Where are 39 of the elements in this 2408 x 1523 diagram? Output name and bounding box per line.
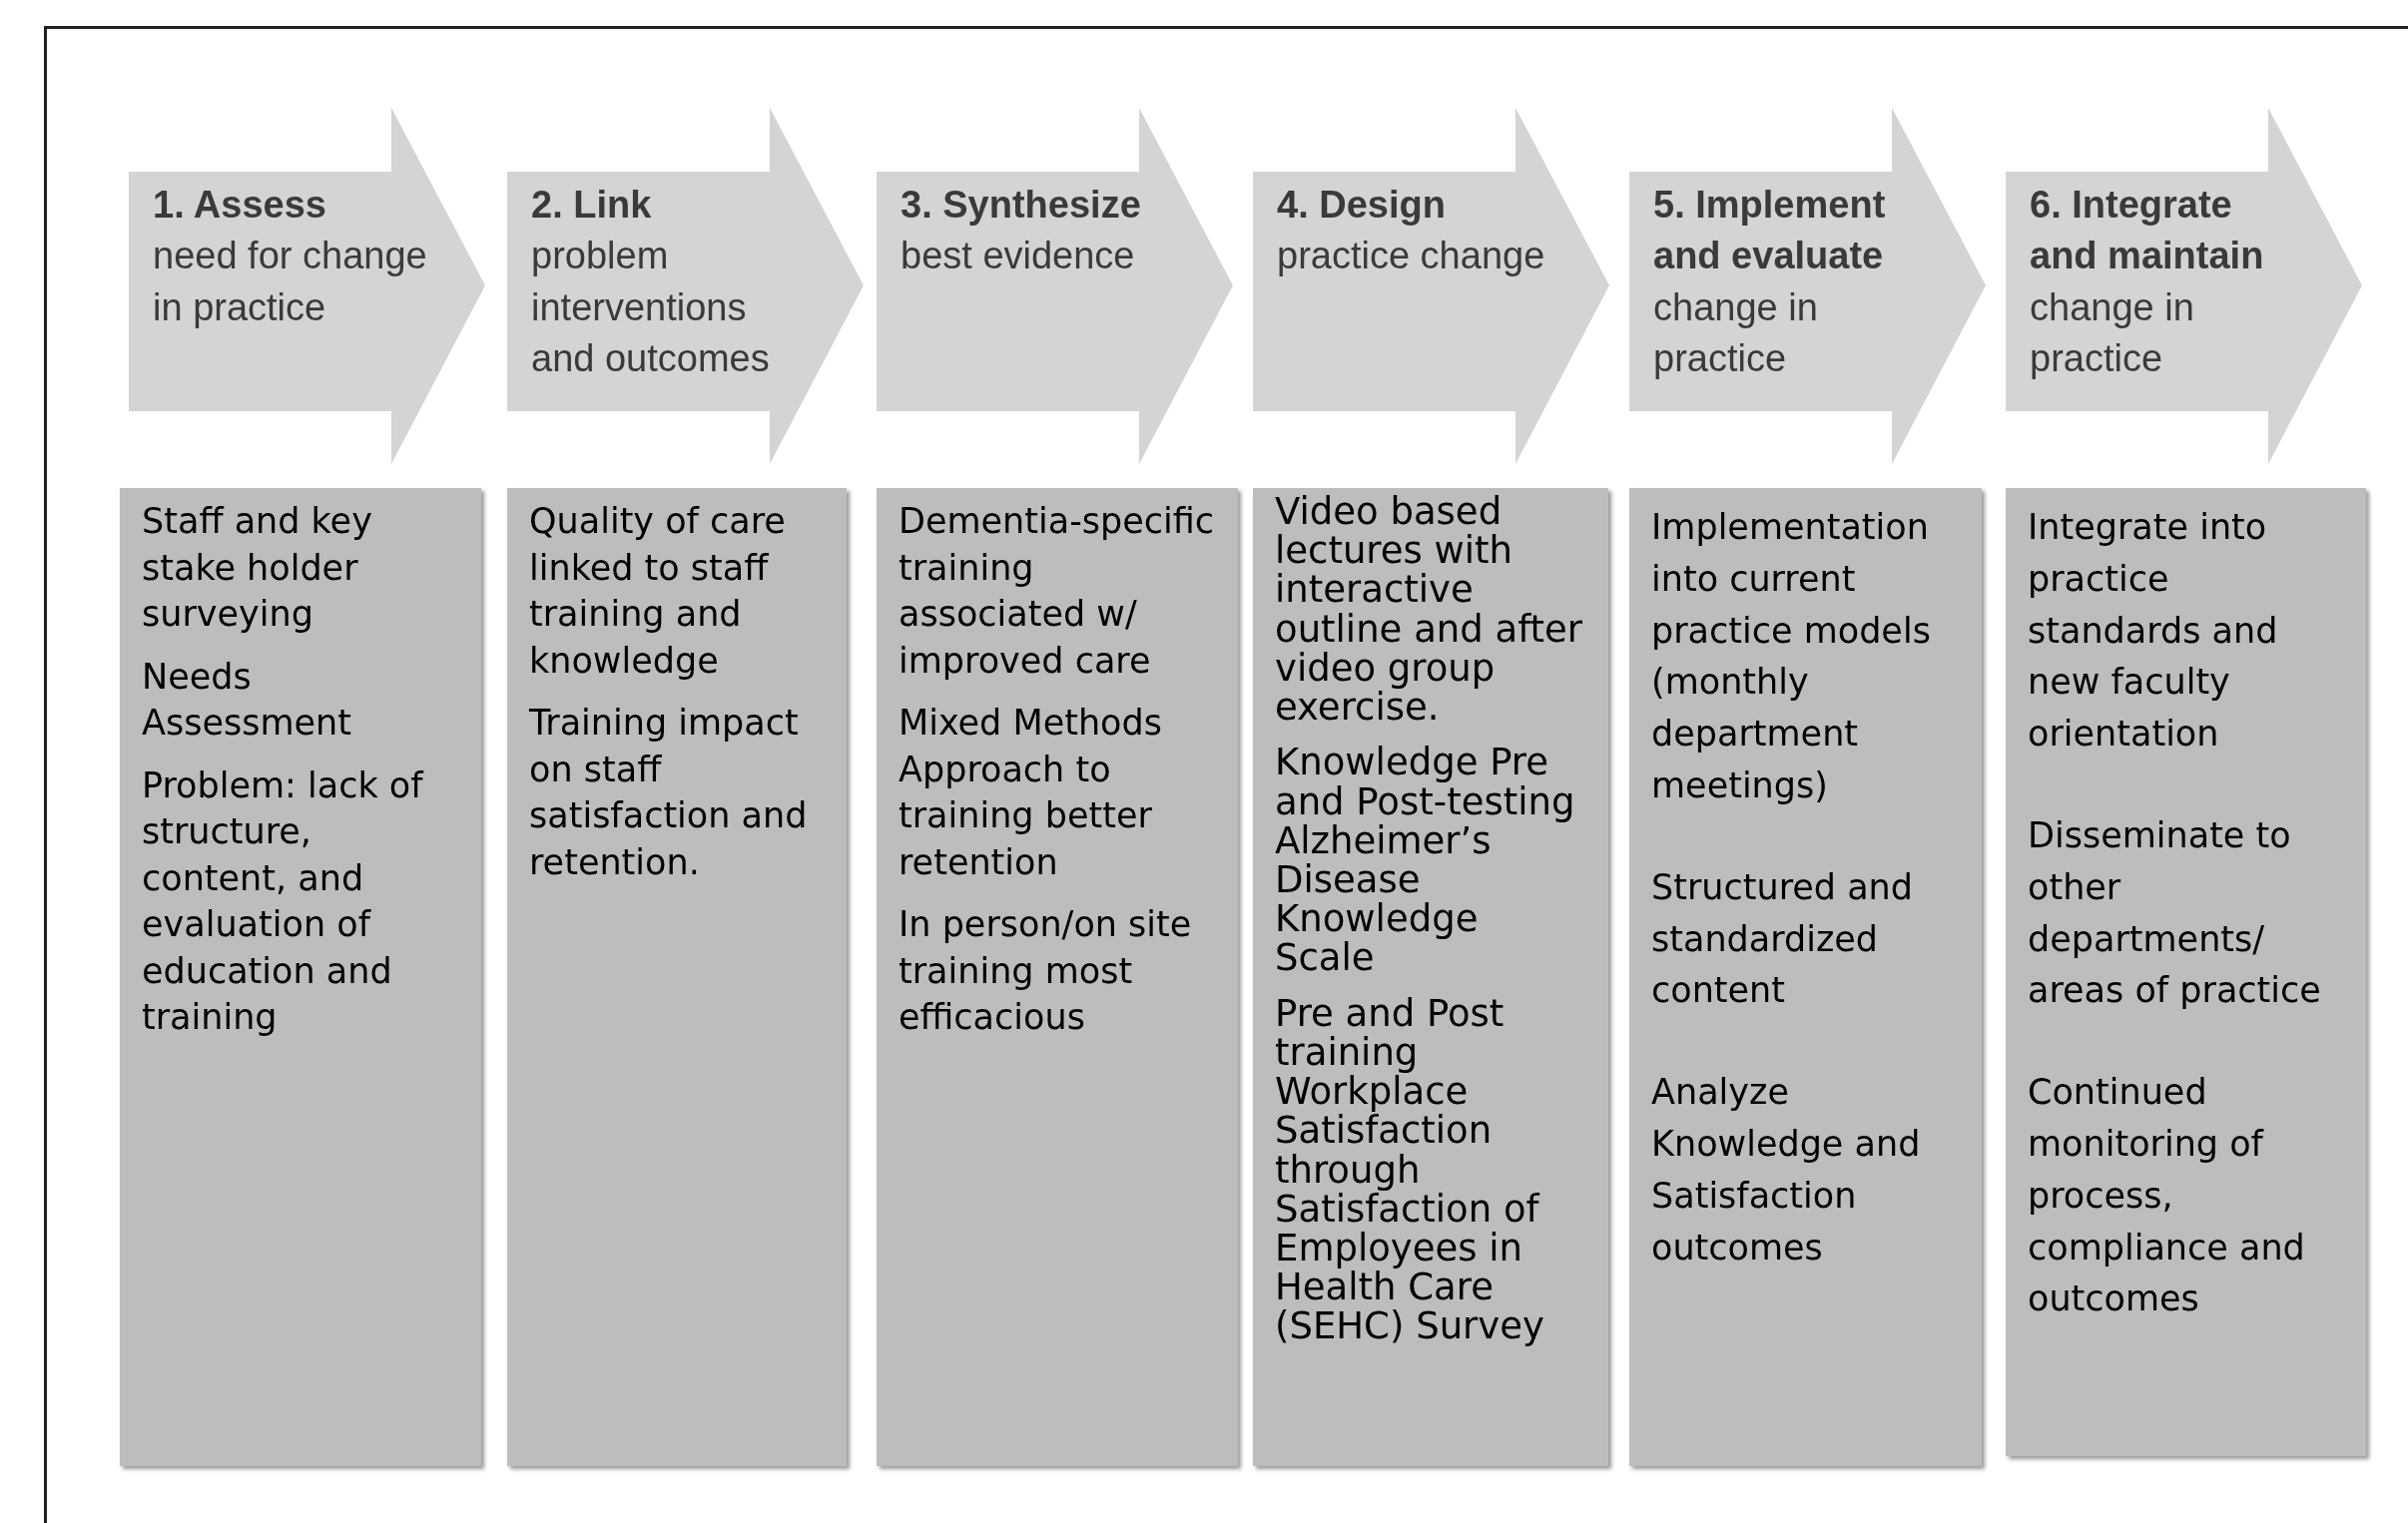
column-text: Implementation into current practice models (monthly department meetings) [1651,506,1932,807]
column-text: Mixed Methods Approach to training better retention [899,702,1163,884]
column-text: Analyze Knowledge and Satisfaction outcomes [1651,1071,1922,1269]
step-heading: 2. Link [531,183,653,228]
column-panel [877,488,1238,1466]
column-text: Disseminate to other departments/ areas of practice [2028,814,2322,1013]
step-heading: 3. Synthesize [901,183,1142,228]
step-banner [877,108,1233,464]
column-panel [2006,488,2366,1456]
step-heading: 1. Assess [153,183,327,228]
step-description: problem interventions and outcomes [531,234,771,381]
step-banner [1253,108,1609,464]
column-text: Staff and key stake holder surveying [142,500,373,637]
step-banner [129,108,485,464]
column-text: Training impact on staff satisfaction and retention. [529,702,809,884]
column-text: Dementia-specific training associated w/ improved care [899,500,1216,683]
column-text: Structured and standardized content [1651,865,1914,1013]
column-text: Needs Assessment [142,655,352,746]
column-text: Integrate into practice standards and new faculty orientation [2028,506,2279,757]
column-panel [120,488,481,1466]
step-banner [507,108,864,464]
column-text: Continued monitoring of process, compliance and outcomes [2028,1071,2306,1321]
step-banner [2006,108,2362,464]
step-banner [1629,108,1986,464]
column-panel [1629,488,1982,1466]
step-description: best evidence [901,234,1136,279]
step-heading: 4. Design [1277,183,1447,228]
column-text: In person/on site training most efficacious [899,903,1193,1040]
column-panel [1253,488,1608,1466]
column-panel [507,488,847,1466]
step-description: change in practice [1653,284,1819,381]
step-description: practice change [1277,234,1546,279]
step-description: need for change in practice [153,234,428,330]
column-text: Knowledge Pre and Post-testing Alzheimer’s Disease Knowledge Scale [1275,743,1576,978]
step-description: change in practice [2030,284,2195,381]
column-text: Pre and Post training Workplace Satisfaction through Satisfaction of Employees in Health Care (SEHC) Survey [1275,993,1545,1346]
column-text: Video based lectures with interactive outline and after video group exercise. [1275,492,1584,728]
column-text: Quality of care linked to staff training and knowledge [529,500,787,683]
column-text: Problem: lack of structure, content, and evaluation of education and training [142,763,425,1040]
